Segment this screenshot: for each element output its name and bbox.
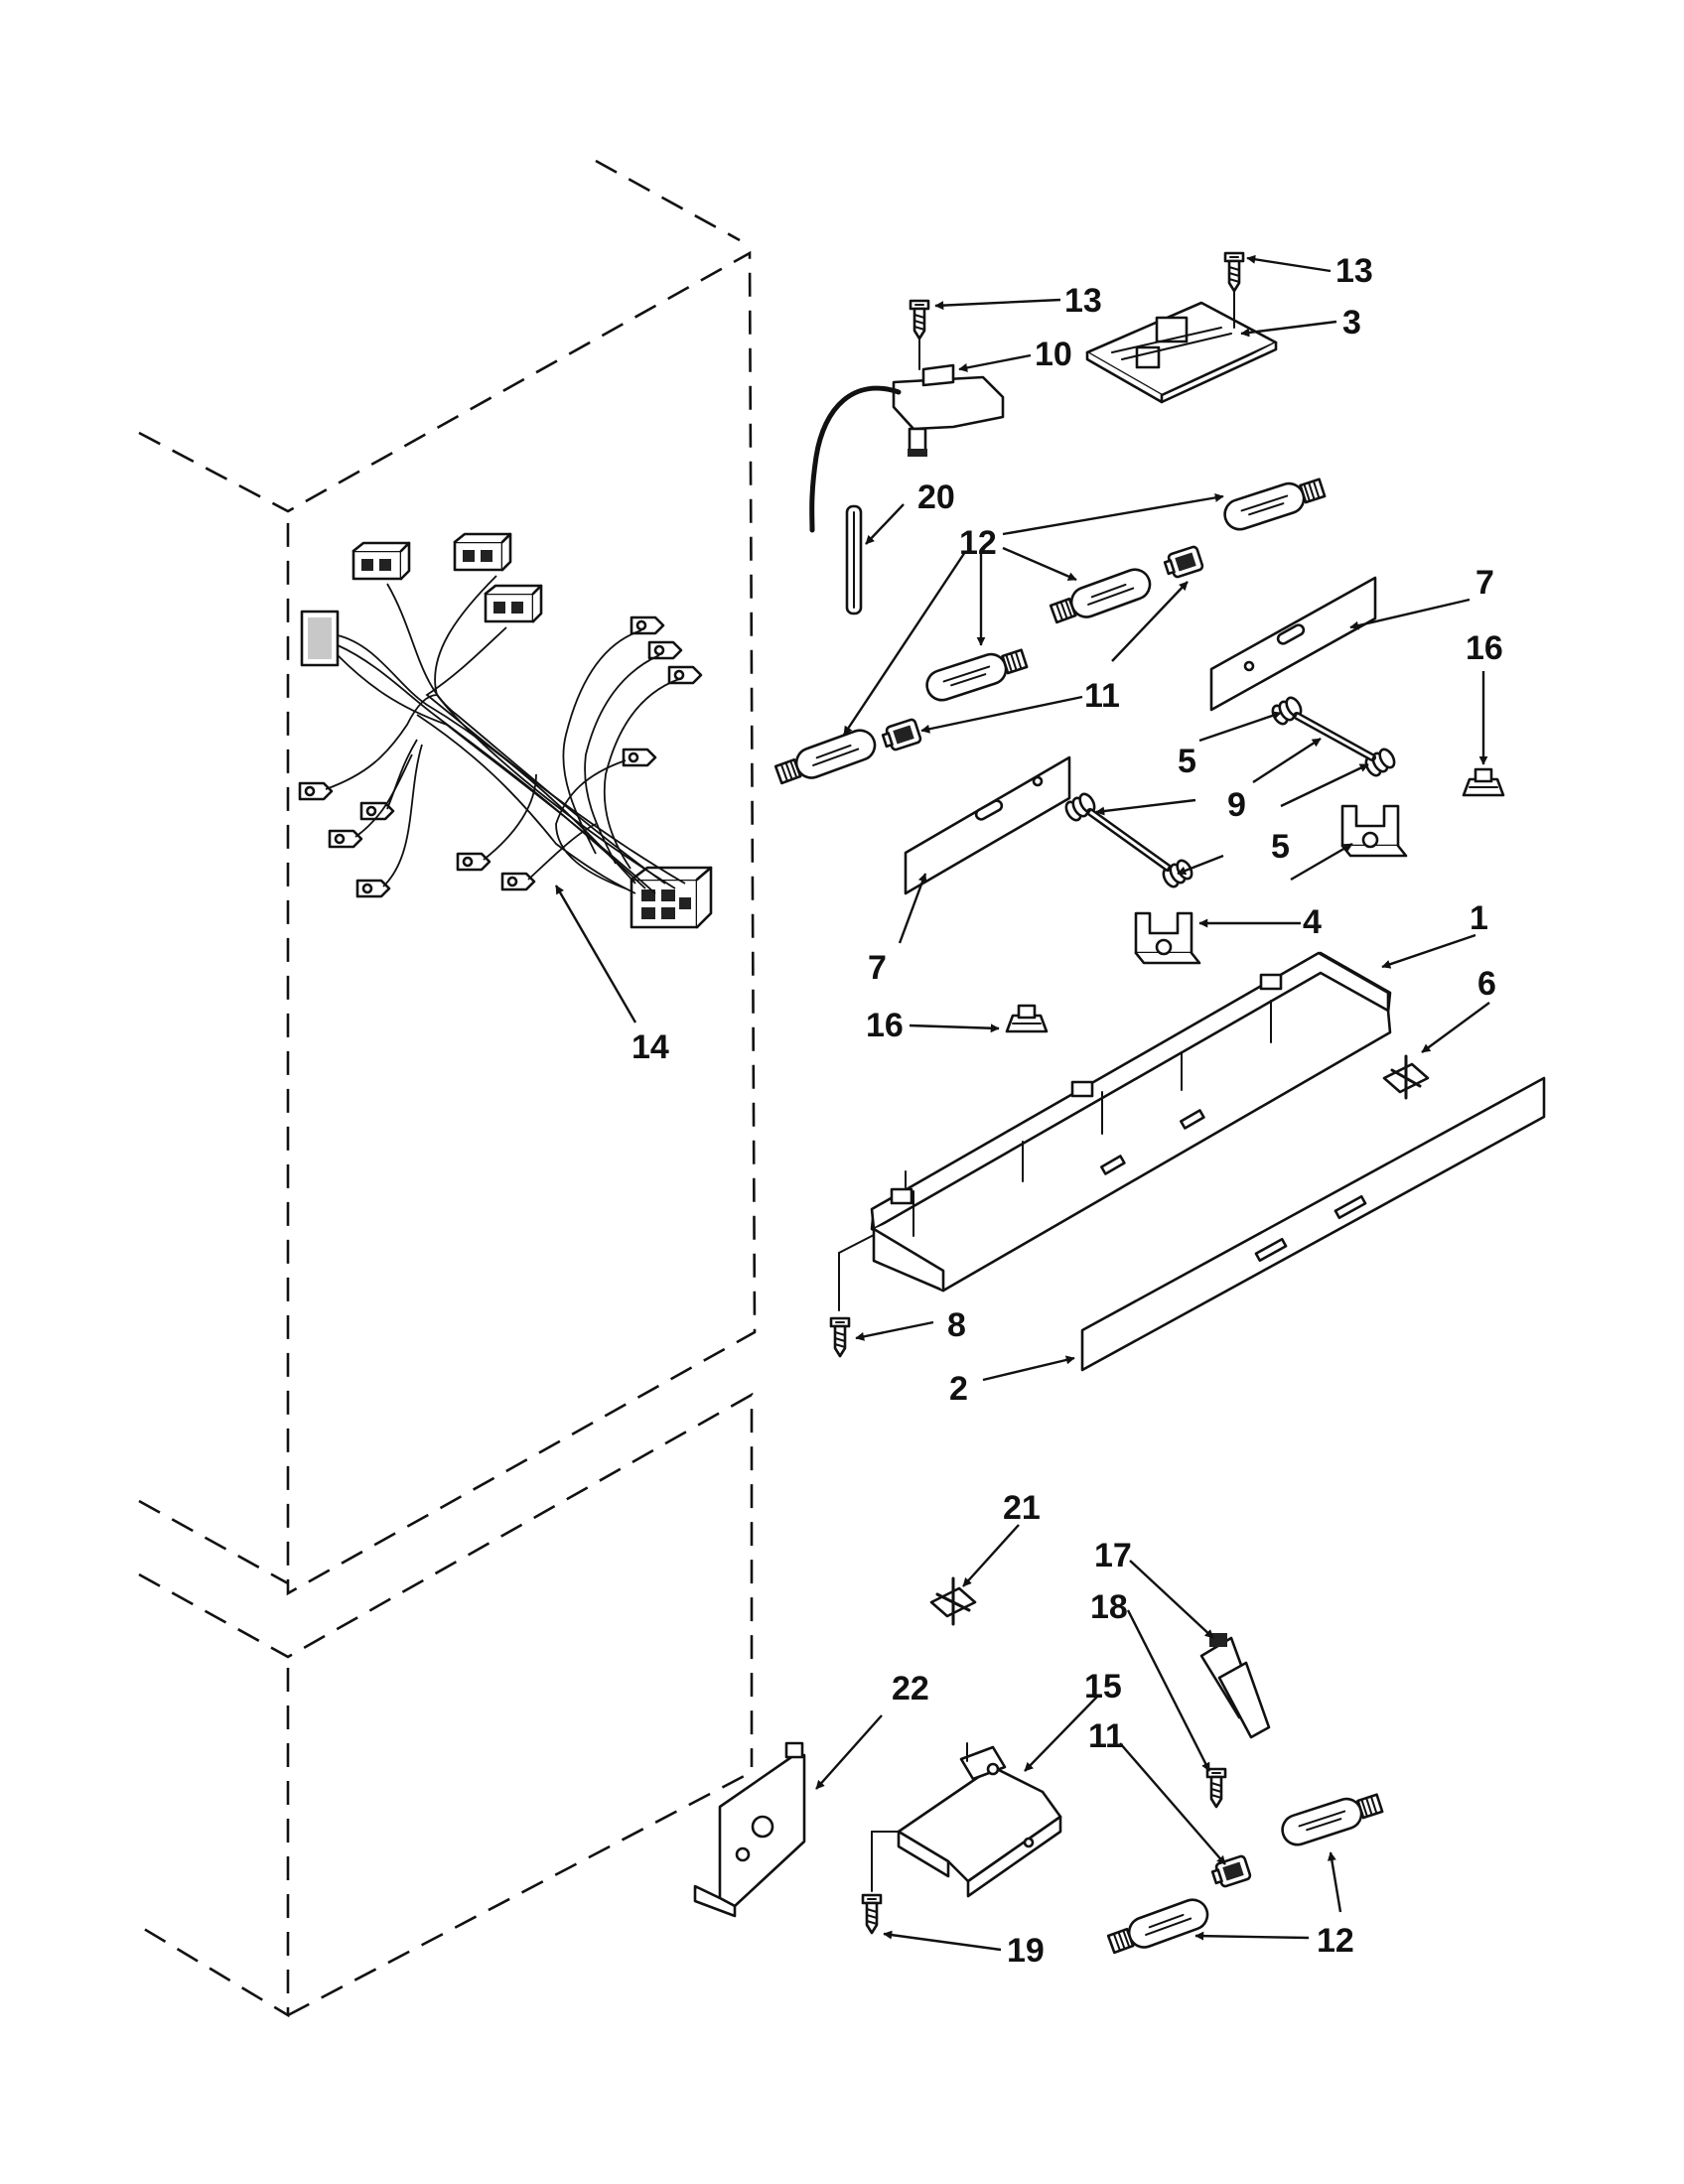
callout-7: 7 (868, 949, 887, 987)
callout-3: 3 (1342, 304, 1361, 341)
callout-11: 11 (1084, 677, 1120, 715)
fastener-21 (929, 1576, 977, 1626)
lens-strip (1080, 1076, 1546, 1372)
screw-8 (829, 1316, 851, 1358)
callout-16: 16 (866, 1007, 904, 1044)
callout-5: 5 (1271, 828, 1290, 866)
clip-16-right (1462, 767, 1505, 797)
callout-18: 18 (1090, 1588, 1128, 1626)
fastener-6 (1382, 1054, 1430, 1100)
callout-20: 20 (917, 478, 955, 516)
callout-11: 11 (1088, 1717, 1124, 1755)
callout-14: 14 (632, 1028, 669, 1066)
callout-16: 16 (1466, 629, 1503, 667)
cabinet-outline (138, 159, 757, 2018)
sockets-upper (879, 544, 1205, 753)
callout-15: 15 (1084, 1668, 1122, 1706)
lamp-holder-left (1134, 911, 1201, 965)
control-board (1085, 291, 1278, 404)
callout-12: 12 (959, 524, 997, 562)
light-housing (838, 951, 1392, 1311)
label-7-lower (904, 755, 1071, 895)
clip-16-left (1005, 1004, 1049, 1033)
callout-21: 21 (1003, 1489, 1041, 1527)
springs-and-rods (1061, 694, 1399, 890)
screw-13-right (1223, 251, 1245, 293)
screw-19 (861, 1893, 883, 1935)
callout-9: 9 (1227, 786, 1246, 824)
latch-17 (1199, 1633, 1271, 1739)
bracket-15 (871, 1742, 1062, 1898)
socket-lower (1208, 1853, 1253, 1890)
lamp-holder-right (1340, 804, 1408, 858)
callout-1: 1 (1470, 899, 1488, 937)
screw-13-left (909, 299, 930, 341)
callout-7: 7 (1475, 564, 1494, 602)
callout-10: 10 (1035, 336, 1072, 373)
callout-12: 12 (1317, 1922, 1354, 1960)
rod (845, 504, 863, 615)
label-7-upper (1209, 576, 1377, 712)
bracket-22 (693, 1741, 806, 1918)
callout-4: 4 (1303, 903, 1322, 941)
screw-18 (1205, 1767, 1227, 1809)
callout-13: 13 (1064, 282, 1102, 320)
callout-6: 6 (1477, 965, 1496, 1003)
callout-19: 19 (1007, 1932, 1045, 1970)
callout-8: 8 (947, 1306, 966, 1344)
callout-5: 5 (1178, 743, 1196, 780)
wiring-harness (298, 532, 713, 929)
leader-lines (554, 254, 1490, 1952)
callout-13: 13 (1335, 252, 1373, 290)
callout-17: 17 (1094, 1537, 1132, 1574)
callout-labels: 13 13 3 10 20 12 11 7 16 5 9 5 4 1 6 7 1… (632, 252, 1503, 1970)
callout-22: 22 (892, 1670, 929, 1707)
sensor-bracket (809, 339, 1005, 533)
callout-2: 2 (949, 1370, 968, 1408)
